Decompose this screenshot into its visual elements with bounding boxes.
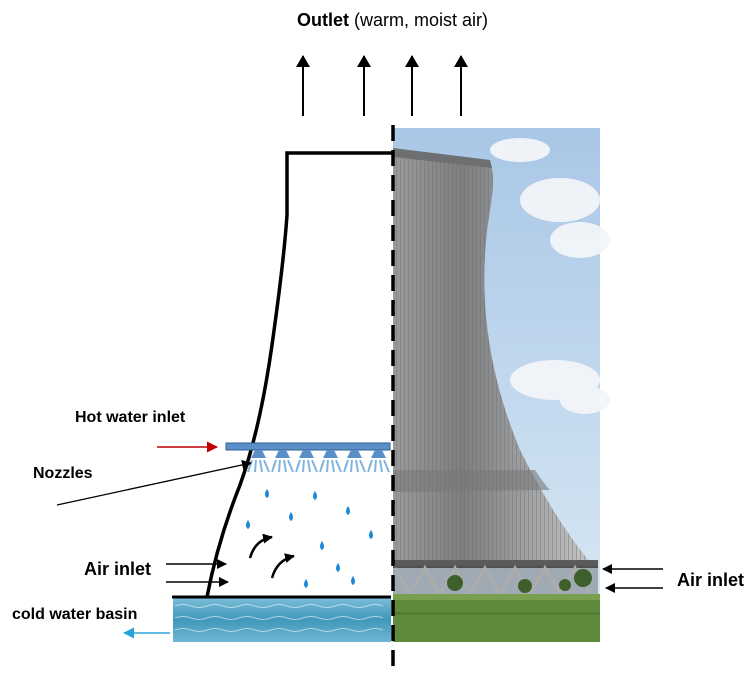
- droplet: [369, 530, 373, 539]
- tower-schematic: [56, 151, 392, 642]
- outlet-label-bold: Outlet: [297, 10, 349, 30]
- trees: [447, 569, 592, 593]
- nozzle-pointer: [56, 460, 252, 506]
- droplet: [313, 491, 317, 500]
- nozzles-label: Nozzles: [33, 465, 93, 482]
- nozzle: [319, 450, 342, 473]
- outlet-label-detail: (warm, moist air): [349, 10, 488, 30]
- outlet-arrows: [296, 55, 468, 116]
- droplet: [336, 563, 340, 572]
- air-inlet-right-arrows: [602, 564, 663, 593]
- hot-water-inlet-label: Hot water inlet: [75, 409, 186, 426]
- curved-air-arrow: [248, 533, 273, 559]
- air-inlet-left-label: Air inlet: [84, 559, 152, 579]
- droplet: [246, 520, 250, 529]
- air-inlet-right-label: Air inlet: [677, 570, 745, 590]
- air-flow-arrows: [248, 533, 295, 579]
- curved-air-arrow: [270, 553, 295, 579]
- grass: [393, 594, 600, 642]
- nozzle: [343, 450, 366, 473]
- droplet: [346, 506, 350, 515]
- nozzle: [271, 450, 294, 473]
- hot-water-pipe: [225, 442, 391, 451]
- tower-photo: [393, 128, 610, 642]
- droplet: [304, 579, 308, 588]
- nozzle: [295, 450, 318, 473]
- outlet-label: Outlet (warm, moist air): [297, 11, 488, 29]
- tower-base: [393, 560, 598, 568]
- droplet: [289, 512, 293, 521]
- nozzle: [367, 450, 390, 473]
- droplet: [320, 541, 324, 550]
- water-droplets: [246, 489, 373, 588]
- clouds: [490, 138, 610, 414]
- cold-water-basin-label: cold water basin: [12, 606, 138, 623]
- nozzles: [247, 450, 390, 473]
- tower-outline: [205, 151, 392, 598]
- support-legs: [393, 564, 592, 598]
- air-inlet-left-arrows: [166, 559, 229, 587]
- droplet: [351, 576, 355, 585]
- droplet: [265, 489, 269, 498]
